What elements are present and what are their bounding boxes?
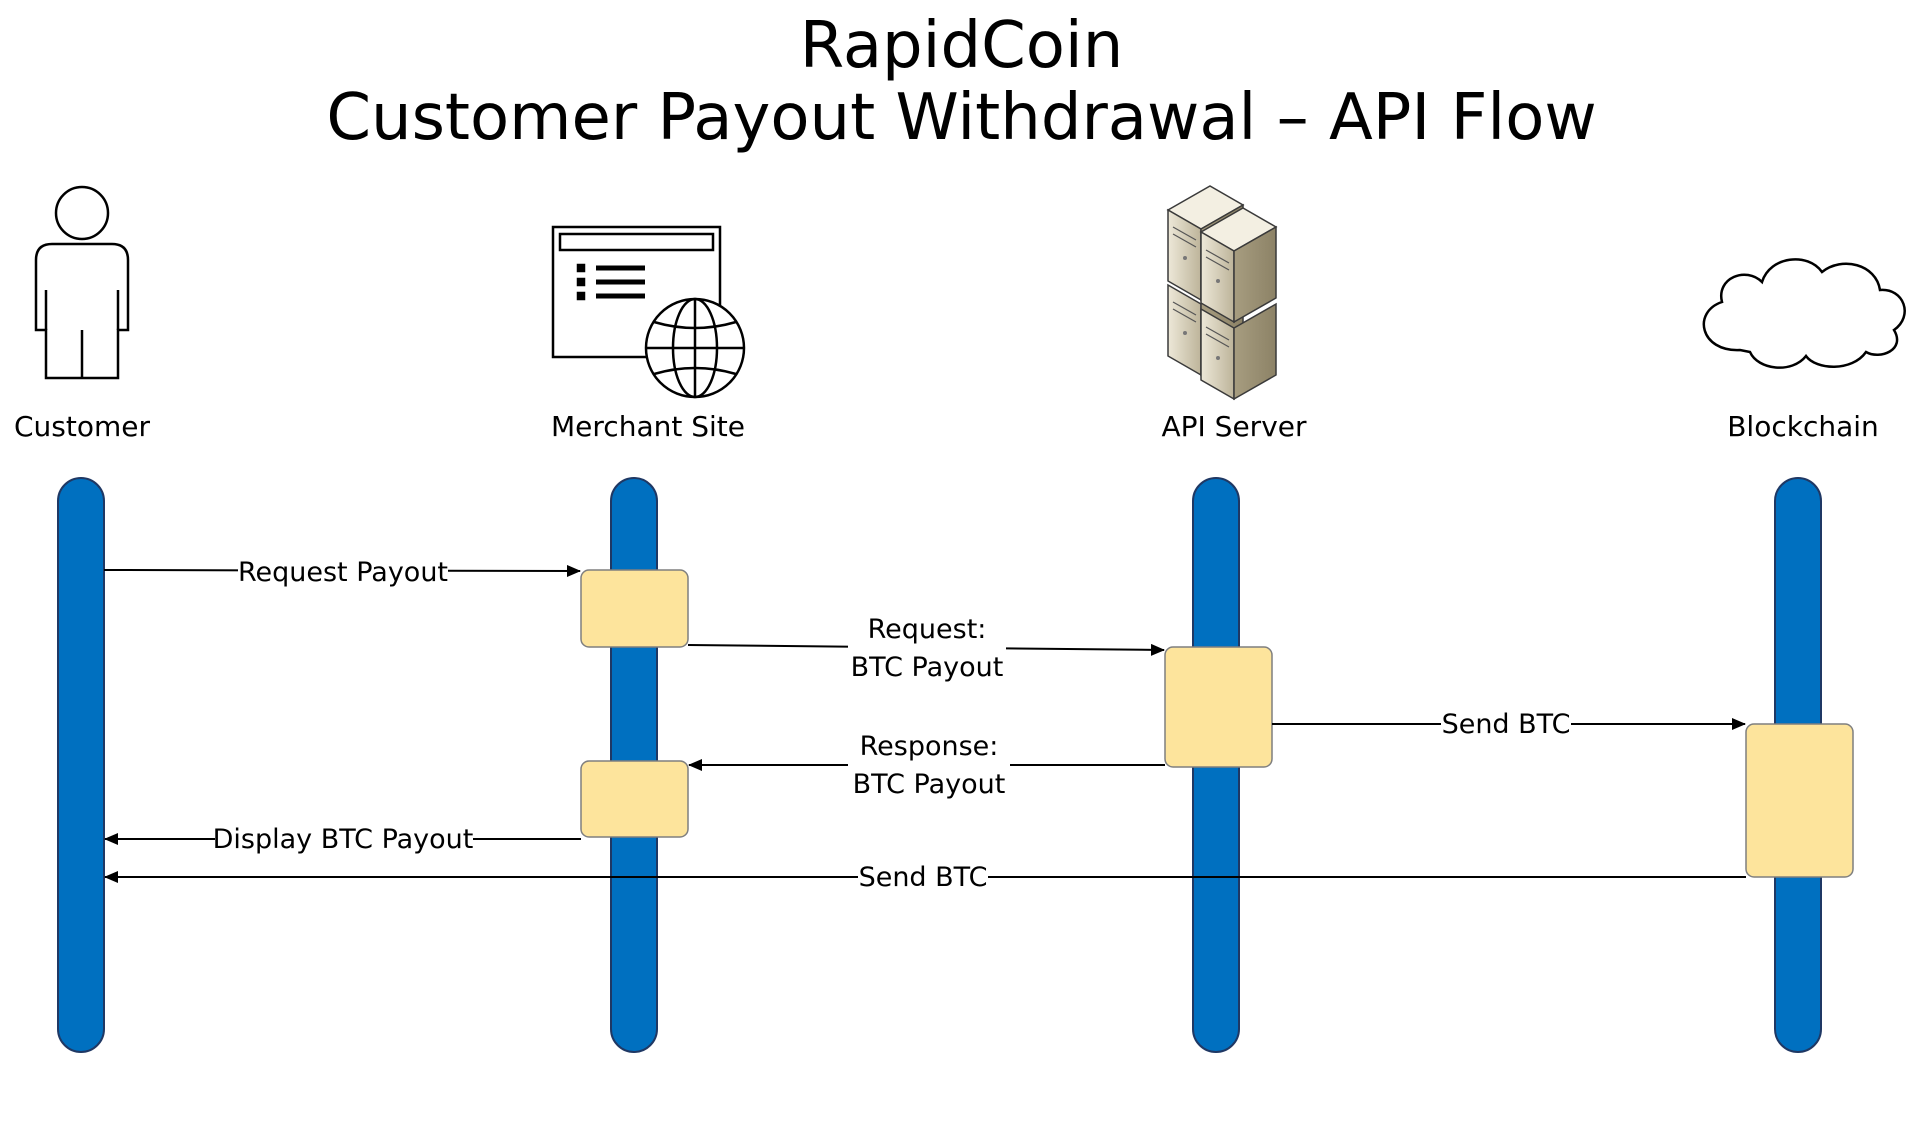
activations (580, 569, 1854, 878)
activation-blockchain (1745, 723, 1854, 878)
activation-api (1164, 646, 1273, 768)
actor-label-blockchain: Blockchain (1727, 410, 1879, 443)
label-request-line1: Request: (868, 614, 987, 645)
message-labels: Request Payout Request: BTC Payout Send … (213, 553, 1571, 894)
diagram-title-line2: Customer Payout Withdrawal – API Flow (326, 81, 1597, 155)
activation-merchant-1 (580, 569, 689, 648)
actor-label-merchant-site: Merchant Site (551, 410, 745, 443)
webpage-globe-icon (551, 225, 746, 399)
label-request-line2: BTC Payout (851, 652, 1004, 683)
label-response-line1: Response: (860, 731, 999, 762)
server-stack-icon (1166, 185, 1278, 401)
lifeline-customer (57, 477, 105, 1053)
cloud-icon (1702, 258, 1906, 369)
person-icon (34, 185, 130, 380)
actor-label-api-server: API Server (1161, 410, 1307, 443)
activation-merchant-2 (580, 760, 689, 838)
label-display-btc-payout: Display BTC Payout (213, 824, 474, 855)
actor-label-customer: Customer (13, 410, 150, 443)
label-request-payout: Request Payout (238, 557, 448, 588)
label-send-btc-2: Send BTC (859, 862, 988, 893)
label-response-line2: BTC Payout (853, 769, 1006, 800)
diagram-title-line1: RapidCoin (799, 9, 1124, 83)
label-send-btc-1: Send BTC (1442, 709, 1571, 740)
